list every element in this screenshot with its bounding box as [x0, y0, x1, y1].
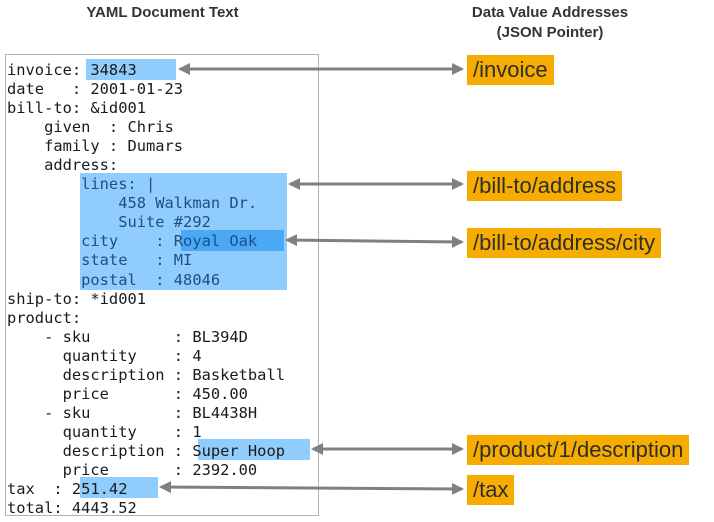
invoice-value-highlight: [86, 59, 176, 80]
yaml-line: city : Royal Oak: [7, 232, 258, 251]
yaml-line: bill-to: &id001: [7, 99, 146, 118]
yaml-line: quantity : 1: [7, 422, 202, 441]
yaml-line: given : Chris: [7, 118, 174, 137]
description-value-highlight: [198, 439, 310, 460]
pointer-invoice: /invoice: [467, 55, 554, 85]
city-value-highlight: [181, 230, 284, 251]
tax-value-highlight: [80, 477, 158, 498]
yaml-line: quantity : 4: [7, 346, 202, 365]
pointer-bill-to-address: /bill-to/address: [467, 171, 623, 201]
pointer-bill-to-address-city: /bill-to/address/city: [467, 228, 662, 258]
yaml-line: Suite #292: [7, 213, 211, 232]
yaml-line: 458 Walkman Dr.: [7, 194, 258, 213]
pointer-tax: /tax: [467, 475, 515, 505]
yaml-document-box: [5, 54, 319, 516]
yaml-line: family : Dumars: [7, 137, 184, 156]
yaml-line: - sku : BL394D: [7, 327, 248, 346]
tax-arrow: [159, 481, 464, 495]
yaml-line: tax : 251.42: [7, 480, 128, 499]
yaml-line: ship-to: *id001: [7, 289, 146, 308]
json-pointer-heading: Data Value Addresses (JSON Pointer): [430, 3, 670, 43]
pointer-product-1-description: /product/1/description: [467, 435, 690, 465]
yaml-line: state : MI: [7, 251, 193, 270]
yaml-line: product:: [7, 308, 82, 327]
yaml-line: total: 4443.52: [7, 499, 137, 518]
yaml-line: date : 2001-01-23: [7, 80, 184, 99]
city-arrow: [285, 234, 464, 248]
yaml-document-heading: YAML Document Text: [86, 4, 239, 21]
yaml-line: postal : 48046: [7, 270, 221, 289]
json-pointer-heading-line2: (JSON Pointer): [496, 24, 604, 41]
yaml-line: lines: |: [7, 175, 156, 194]
yaml-line: description : Super Hoop: [7, 441, 285, 460]
yaml-line: address:: [7, 156, 119, 175]
yaml-line: price : 450.00: [7, 384, 248, 403]
yaml-line: description : Basketball: [7, 365, 285, 384]
json-pointer-heading-line1: Data Value Addresses: [471, 4, 629, 21]
yaml-line: invoice: 34843: [7, 61, 137, 79]
yaml-line: price : 2392.00: [7, 460, 258, 479]
yaml-line: - sku : BL4438H: [7, 403, 258, 422]
